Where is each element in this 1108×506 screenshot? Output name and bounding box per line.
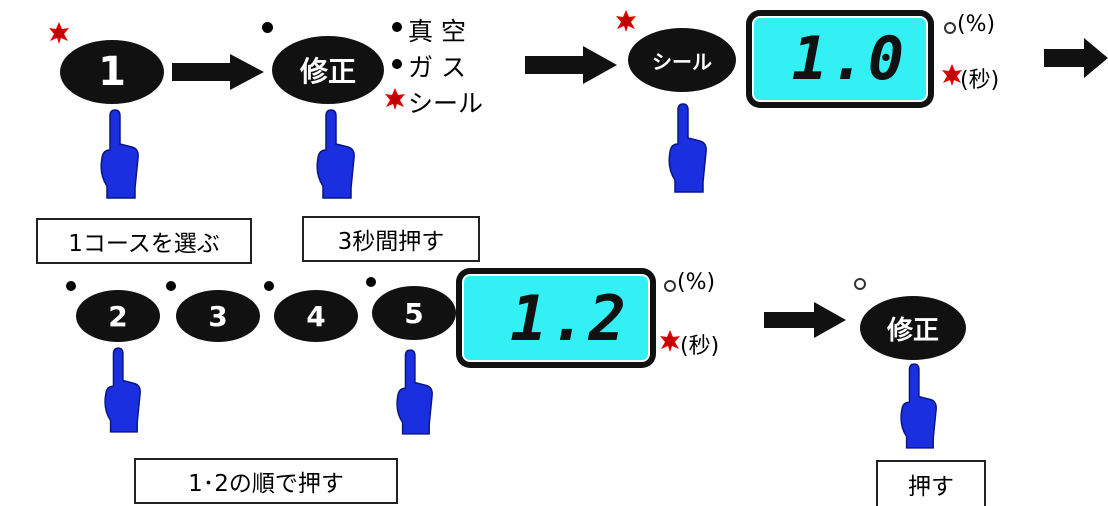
right-arrow-icon [172,54,264,90]
led-on-icon [616,10,636,32]
unit-seconds-label: (秒) [680,334,720,359]
right-arrow-icon [764,302,846,338]
caption-hold-3s: 3秒間押す [302,216,480,262]
modify-button[interactable]: 修正 [272,36,384,104]
pointing-hand-icon [100,109,139,199]
right-arrow-icon [1044,38,1108,78]
caption-select-course: 1コースを選ぶ [36,218,252,264]
lcd-display: 1.2 [458,270,654,366]
caption-press: 押す [876,460,986,506]
pointing-hand-icon [668,103,707,193]
seal-button[interactable]: シール [628,28,736,92]
mode-label-vacuum: 真 空 [408,17,466,46]
course-4-button[interactable]: 4 [274,290,358,342]
modify-button[interactable]: 修正 [860,296,966,360]
lcd-display: 1.0 [748,12,932,106]
unit-percent-label: (%) [957,12,996,37]
pointing-hand-icon [316,109,355,199]
indicator-dot-icon [262,22,273,33]
course-2-button[interactable]: 2 [76,290,160,342]
indicator-dot-icon [166,281,176,291]
led-on-icon [942,64,962,86]
right-arrow-icon [525,46,617,84]
percent-indicator-dot-icon [664,280,676,292]
mode-label-seal: シール [408,89,484,118]
caption-press-in-order: 1･2の順で押す [134,458,398,504]
unit-seconds-label: (秒) [960,68,1000,93]
vacuum-indicator-dot-icon [392,22,402,32]
course-3-button[interactable]: 3 [176,290,260,342]
indicator-dot-icon [66,281,76,291]
pointing-hand-icon [396,349,433,435]
led-on-icon [660,330,680,352]
pointing-hand-icon [104,347,141,433]
gas-indicator-dot-icon [392,59,402,69]
course-5-button[interactable]: 5 [372,286,456,340]
led-on-icon [385,88,405,110]
course-1-button[interactable]: 1 [60,40,164,104]
lcd-value: 1.0 [791,24,906,94]
mode-label-gas: ガ ス [408,53,466,82]
indicator-dot-icon [264,281,274,291]
lcd-value: 1.2 [510,281,628,355]
led-on-icon [49,22,69,44]
pointing-hand-icon [900,363,937,449]
indicator-dot-icon [366,277,376,287]
unit-percent-label: (%) [677,270,716,295]
percent-indicator-dot-icon [944,22,956,34]
indicator-dot-icon [854,278,866,290]
